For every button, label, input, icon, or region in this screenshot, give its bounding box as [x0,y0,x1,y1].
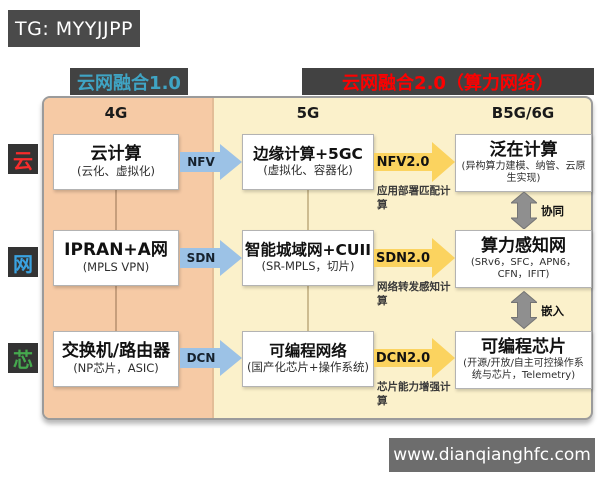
connector-line [307,286,309,332]
right-arrow-icon [374,238,455,278]
box-subtitle: (国产化芯片+操作系统) [246,360,370,374]
box-programmable-network: 可编程网络 (国产化芯片+操作系统) [242,331,374,387]
box-computing-aware-network: 算力感知网 (SRv6，SFC，APN6，CFN，IFIT) [455,230,592,288]
connector-line [307,190,309,231]
box-title: 智能城域网+CUII [245,241,371,260]
box-title: 可编程网络 [269,342,347,361]
box-smart-man-cuii: 智能城域网+CUII (SR-MPLS，切片) [242,230,374,286]
box-subtitle: (虚拟化、容器化) [263,163,353,177]
arrow-sdn2: SDN2.0 [374,238,455,278]
box-subtitle: (SRv6，SFC，APN6，CFN，IFIT) [470,256,577,280]
box-subtitle: (NP芯片，ASIC) [73,360,159,375]
box-subtitle: (异构算力建模、纳管、云原生实现) [461,160,586,184]
arrow-note: 芯片能力增强计算 [377,381,451,407]
box-ipran-a-net: IPRAN+A网 (MPLS VPN) [53,230,179,286]
tg-watermark-badge: TG: MYYJJPP [8,10,140,47]
arrow-label: SDN [186,251,216,265]
arrow-label: DCN2.0 [375,350,431,366]
double-arrow-icon [509,290,539,330]
arrow-label: DCN [186,351,216,365]
arrow-dcn2: DCN2.0 [374,338,455,378]
box-cloud-computing: 云计算 (云化、虚拟化) [53,134,179,190]
arrow-note: 应用部署匹配计算 [377,185,451,211]
box-title: 云计算 [90,144,142,165]
right-arrow-icon [180,144,242,180]
box-title: 泛在计算 [489,140,558,161]
side-label-network: 网 [8,247,38,277]
right-arrow-icon [374,142,455,182]
site-watermark: www.dianqianghfc.com [389,438,595,472]
box-subtitle: (云化、虚拟化) [77,163,155,178]
title-cloud-network-1-0: 云网融合1.0 [70,68,188,95]
side-label-cloud: 云 [8,144,38,174]
box-switch-router: 交换机/路由器 (NP芯片，ASIC) [53,331,179,387]
box-title: 算力感知网 [481,236,566,257]
connector-line [115,286,117,332]
box-title: 可编程芯片 [481,337,566,358]
box-title: IPRAN+A网 [64,240,168,261]
column-header-4g: 4G [104,104,128,122]
box-title: 边缘计算+5GC [253,145,363,164]
box-edge-computing-5gc: 边缘计算+5GC (虚拟化、容器化) [242,134,374,190]
right-arrow-icon [180,240,242,276]
arrow-nfv: NFV [180,144,242,180]
box-subtitle: (MPLS VPN) [82,259,150,274]
box-title: 交换机/路由器 [61,341,171,362]
box-subtitle: (开源/开放/自主可控操作系统与芯片，Telemetry) [463,357,584,381]
arrow-label: NFV [187,155,215,169]
arrow-link-collaborate [509,191,539,230]
arrow-nfv2: NFV2.0 [374,142,455,182]
arrow-link-embed [509,290,539,330]
arrow-label: NFV2.0 [376,154,430,170]
box-programmable-chip: 可编程芯片 (开源/开放/自主可控操作系统与芯片，Telemetry) [455,331,592,389]
column-header-5g: 5G [296,104,320,122]
column-header-b5g-6g: B5G/6G [491,104,555,122]
right-arrow-icon [374,338,455,378]
connector-line [115,190,117,231]
right-arrow-icon [180,340,242,376]
side-label-chip: 芯 [8,343,38,373]
arrow-sdn: SDN [180,240,242,276]
box-subtitle: (SR-MPLS，切片) [261,259,355,273]
arrow-label: SDN2.0 [375,250,431,266]
arrow-note: 网络转发感知计算 [377,281,451,307]
box-ubiquitous-computing: 泛在计算 (异构算力建模、纳管、云原生实现) [455,134,592,192]
title-cloud-network-2-0: 云网融合2.0（算力网络） [302,68,594,95]
arrow-dcn: DCN [180,340,242,376]
link-label-collaborate: 协同 [541,204,564,218]
link-label-embed: 嵌入 [541,304,564,318]
double-arrow-icon [509,191,539,230]
